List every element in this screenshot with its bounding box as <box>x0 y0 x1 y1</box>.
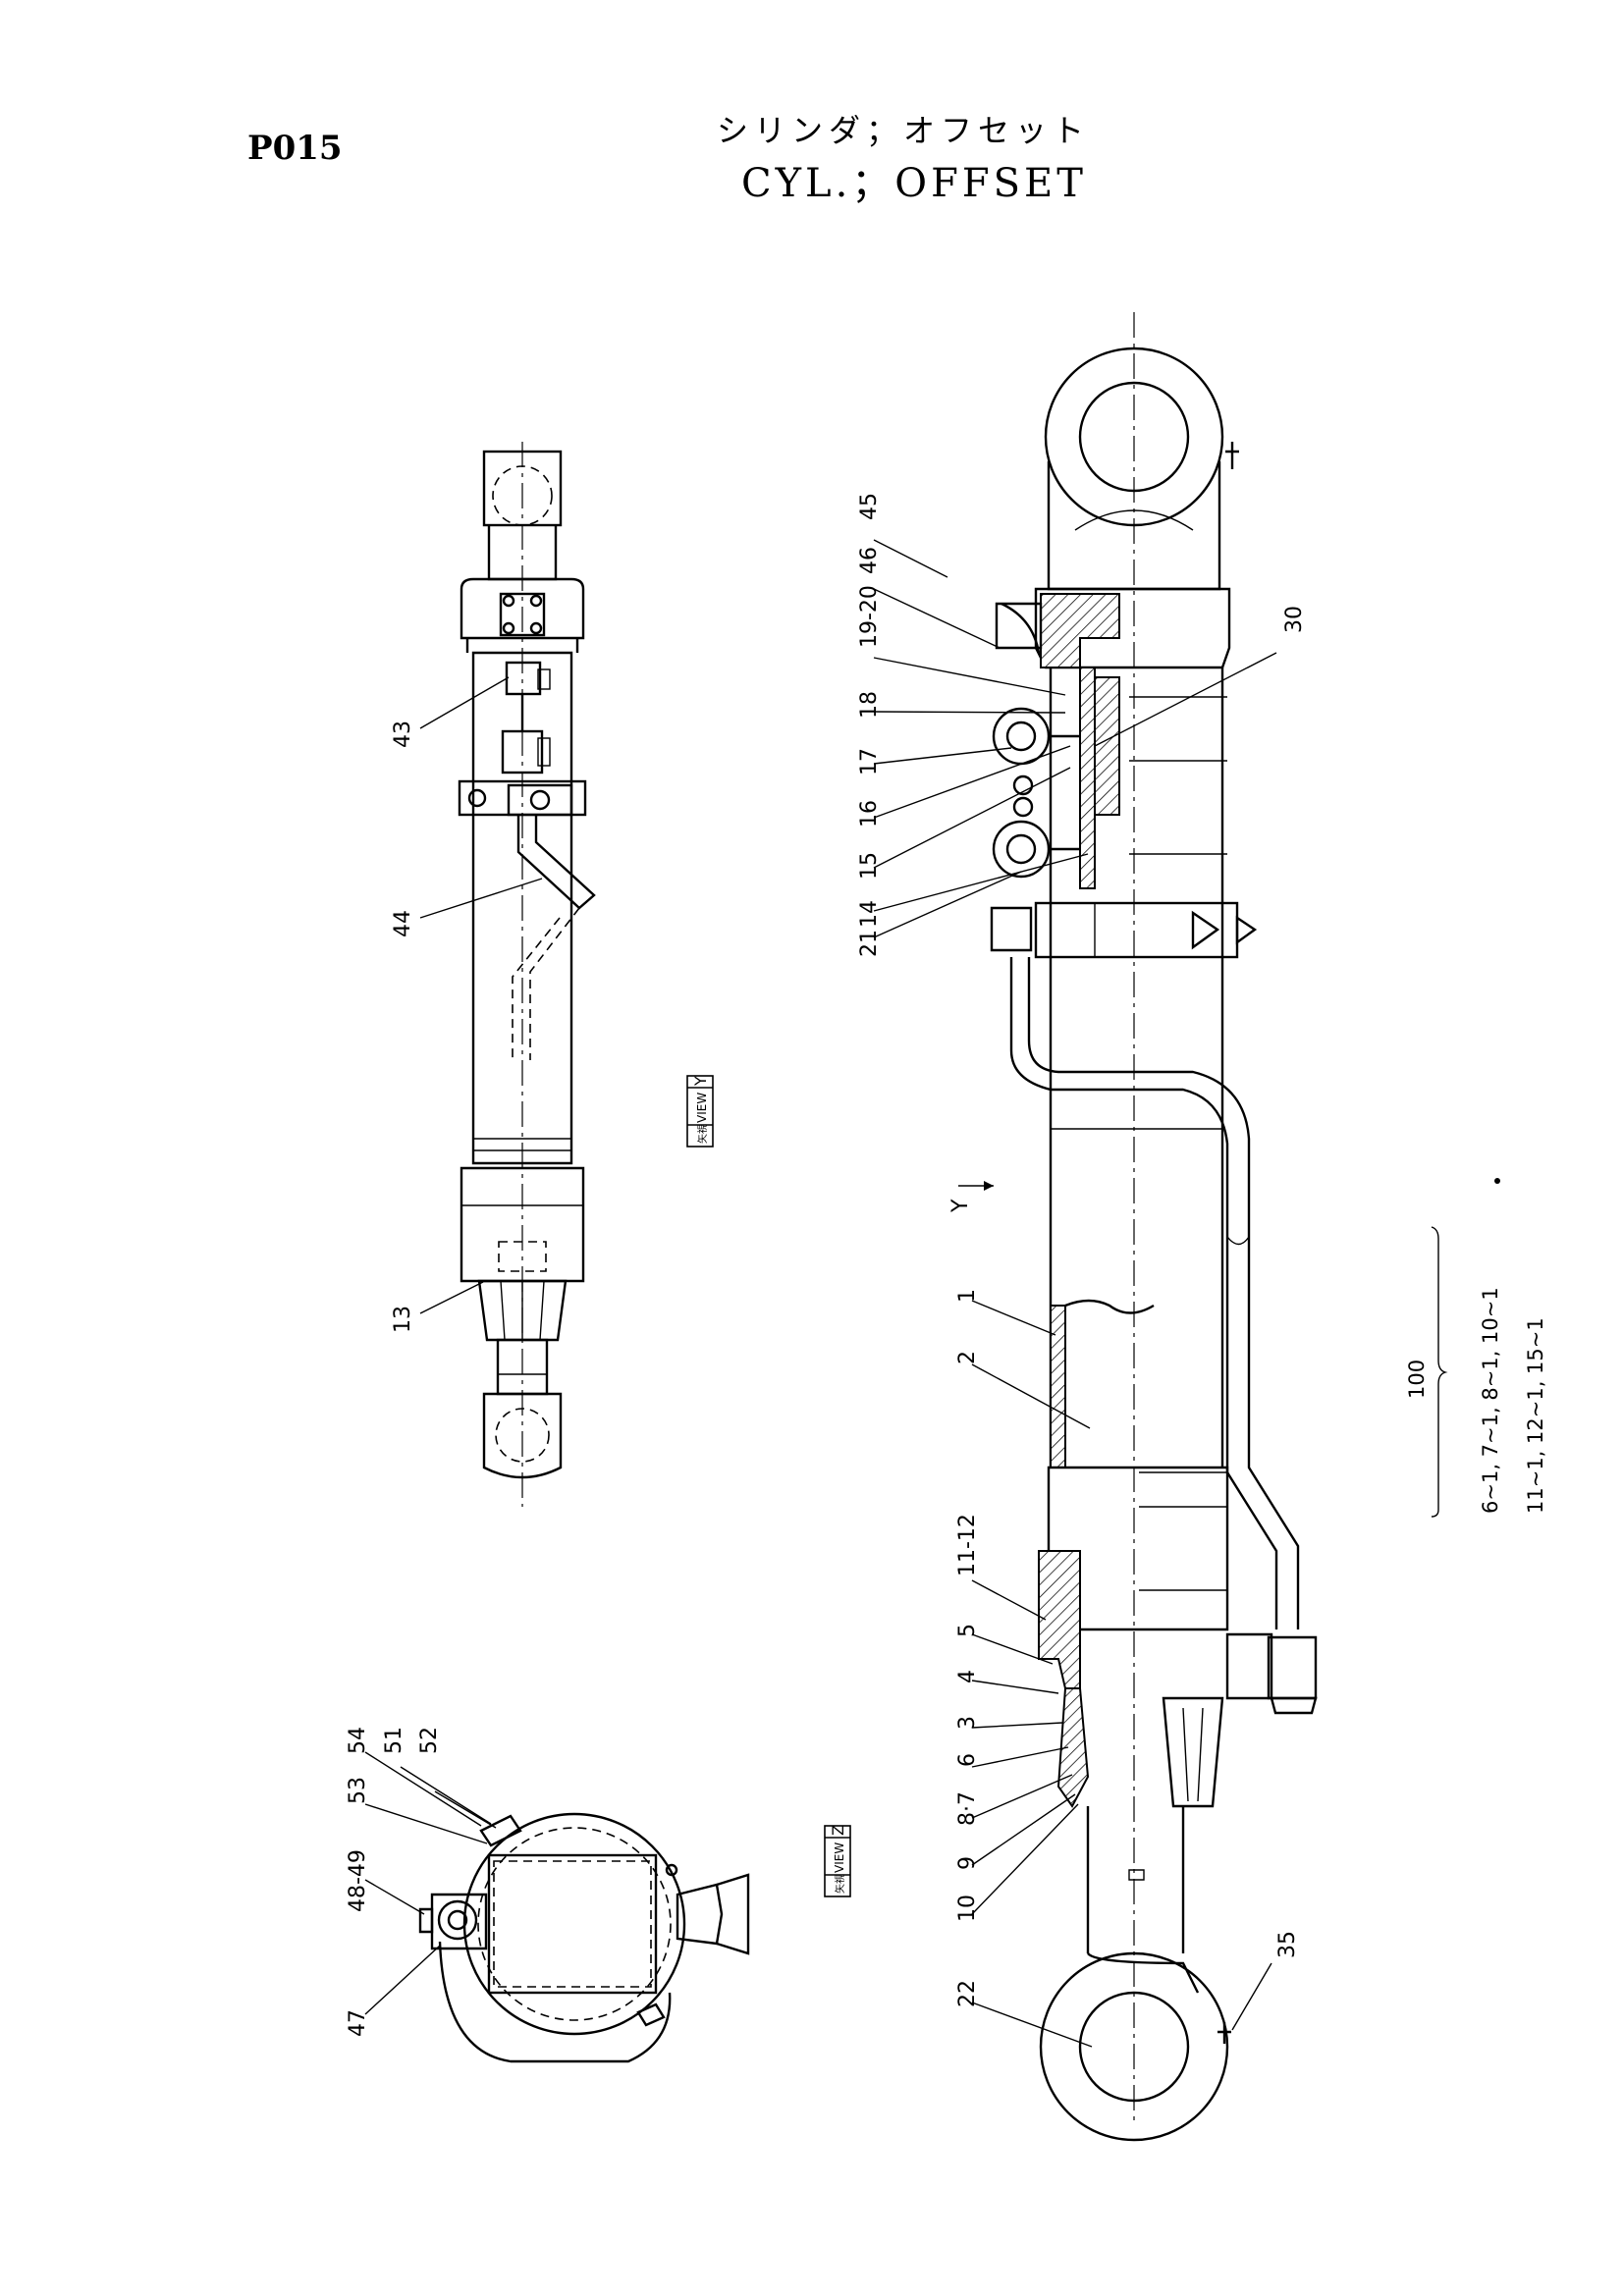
callout-22: 22 <box>955 1980 980 2007</box>
callout-5: 5 <box>955 1624 980 1637</box>
callout-46: 46 <box>857 547 882 574</box>
callouts-main: 45 46 19-20 18 17 16 15 14 21 30 1 2 11-… <box>857 493 1307 2048</box>
view-y-drawing <box>458 442 596 1507</box>
callout-3: 3 <box>955 1716 980 1730</box>
callout-21: 21 <box>857 930 882 957</box>
callout-13: 13 <box>391 1306 415 1333</box>
kit-number: 100 <box>1405 1360 1429 1399</box>
view-y-word: VIEW <box>695 1093 709 1123</box>
callout-53: 53 <box>346 1777 370 1804</box>
view-z-word: VIEW <box>833 1842 846 1873</box>
callout-11-12: 11-12 <box>955 1514 980 1576</box>
callout-10: 10 <box>955 1895 980 1922</box>
callouts-view-y: 43 44 13 <box>391 676 543 1333</box>
callout-2: 2 <box>955 1351 980 1364</box>
callout-9: 9 <box>955 1856 980 1870</box>
view-z-kanji: 矢視 <box>834 1874 846 1894</box>
title-japanese: シリンダ；オフセット <box>717 112 1090 149</box>
callout-1: 1 <box>955 1289 980 1303</box>
kit-line-2: 11~1, 12~1, 15~1 <box>1524 1317 1547 1514</box>
callout-17: 17 <box>857 748 882 775</box>
view-y-marker: 矢視 VIEW Y <box>686 1075 714 1148</box>
callout-35: 35 <box>1275 1931 1300 1958</box>
callout-19-20: 19-20 <box>857 585 882 648</box>
callout-15: 15 <box>857 852 882 880</box>
callout-8-7: 8·7 <box>955 1791 980 1826</box>
svg-text:Y: Y <box>948 1199 973 1213</box>
callout-16: 16 <box>857 800 882 828</box>
callout-45: 45 <box>857 493 882 520</box>
view-z-letter: Z <box>829 1825 847 1836</box>
view-z-drawing <box>418 1812 750 2063</box>
view-z-marker: 矢視 VIEW Z <box>824 1825 851 1897</box>
callout-51: 51 <box>382 1727 406 1754</box>
kit-note: 100 6~1, 7~1, 8~1, 10~1 11~1, 12~1, 15~1 <box>1405 1178 1547 1518</box>
callout-54: 54 <box>346 1727 370 1754</box>
view-y-letter: Y <box>691 1076 710 1087</box>
view-y-arrow: Y <box>948 1181 994 1213</box>
callout-30: 30 <box>1282 606 1307 633</box>
view-y-kanji: 矢視 <box>696 1124 709 1144</box>
callout-4: 4 <box>955 1670 980 1683</box>
title-english: CYL.；OFFSET <box>741 161 1087 206</box>
page-code: P015 <box>247 129 343 168</box>
callout-14: 14 <box>857 900 882 928</box>
callout-52: 52 <box>417 1727 442 1754</box>
callout-47: 47 <box>346 2009 370 2037</box>
callout-18: 18 <box>857 691 882 719</box>
main-cylinder-drawing <box>990 312 1318 2142</box>
callout-43: 43 <box>391 721 415 748</box>
callout-6: 6 <box>955 1753 980 1767</box>
callouts-view-z: 54 51 52 53 48-49 47 <box>346 1727 497 2037</box>
kit-line-1: 6~1, 7~1, 8~1, 10~1 <box>1479 1287 1502 1514</box>
callout-48-49: 48-49 <box>346 1849 370 1912</box>
callout-44: 44 <box>391 910 415 937</box>
